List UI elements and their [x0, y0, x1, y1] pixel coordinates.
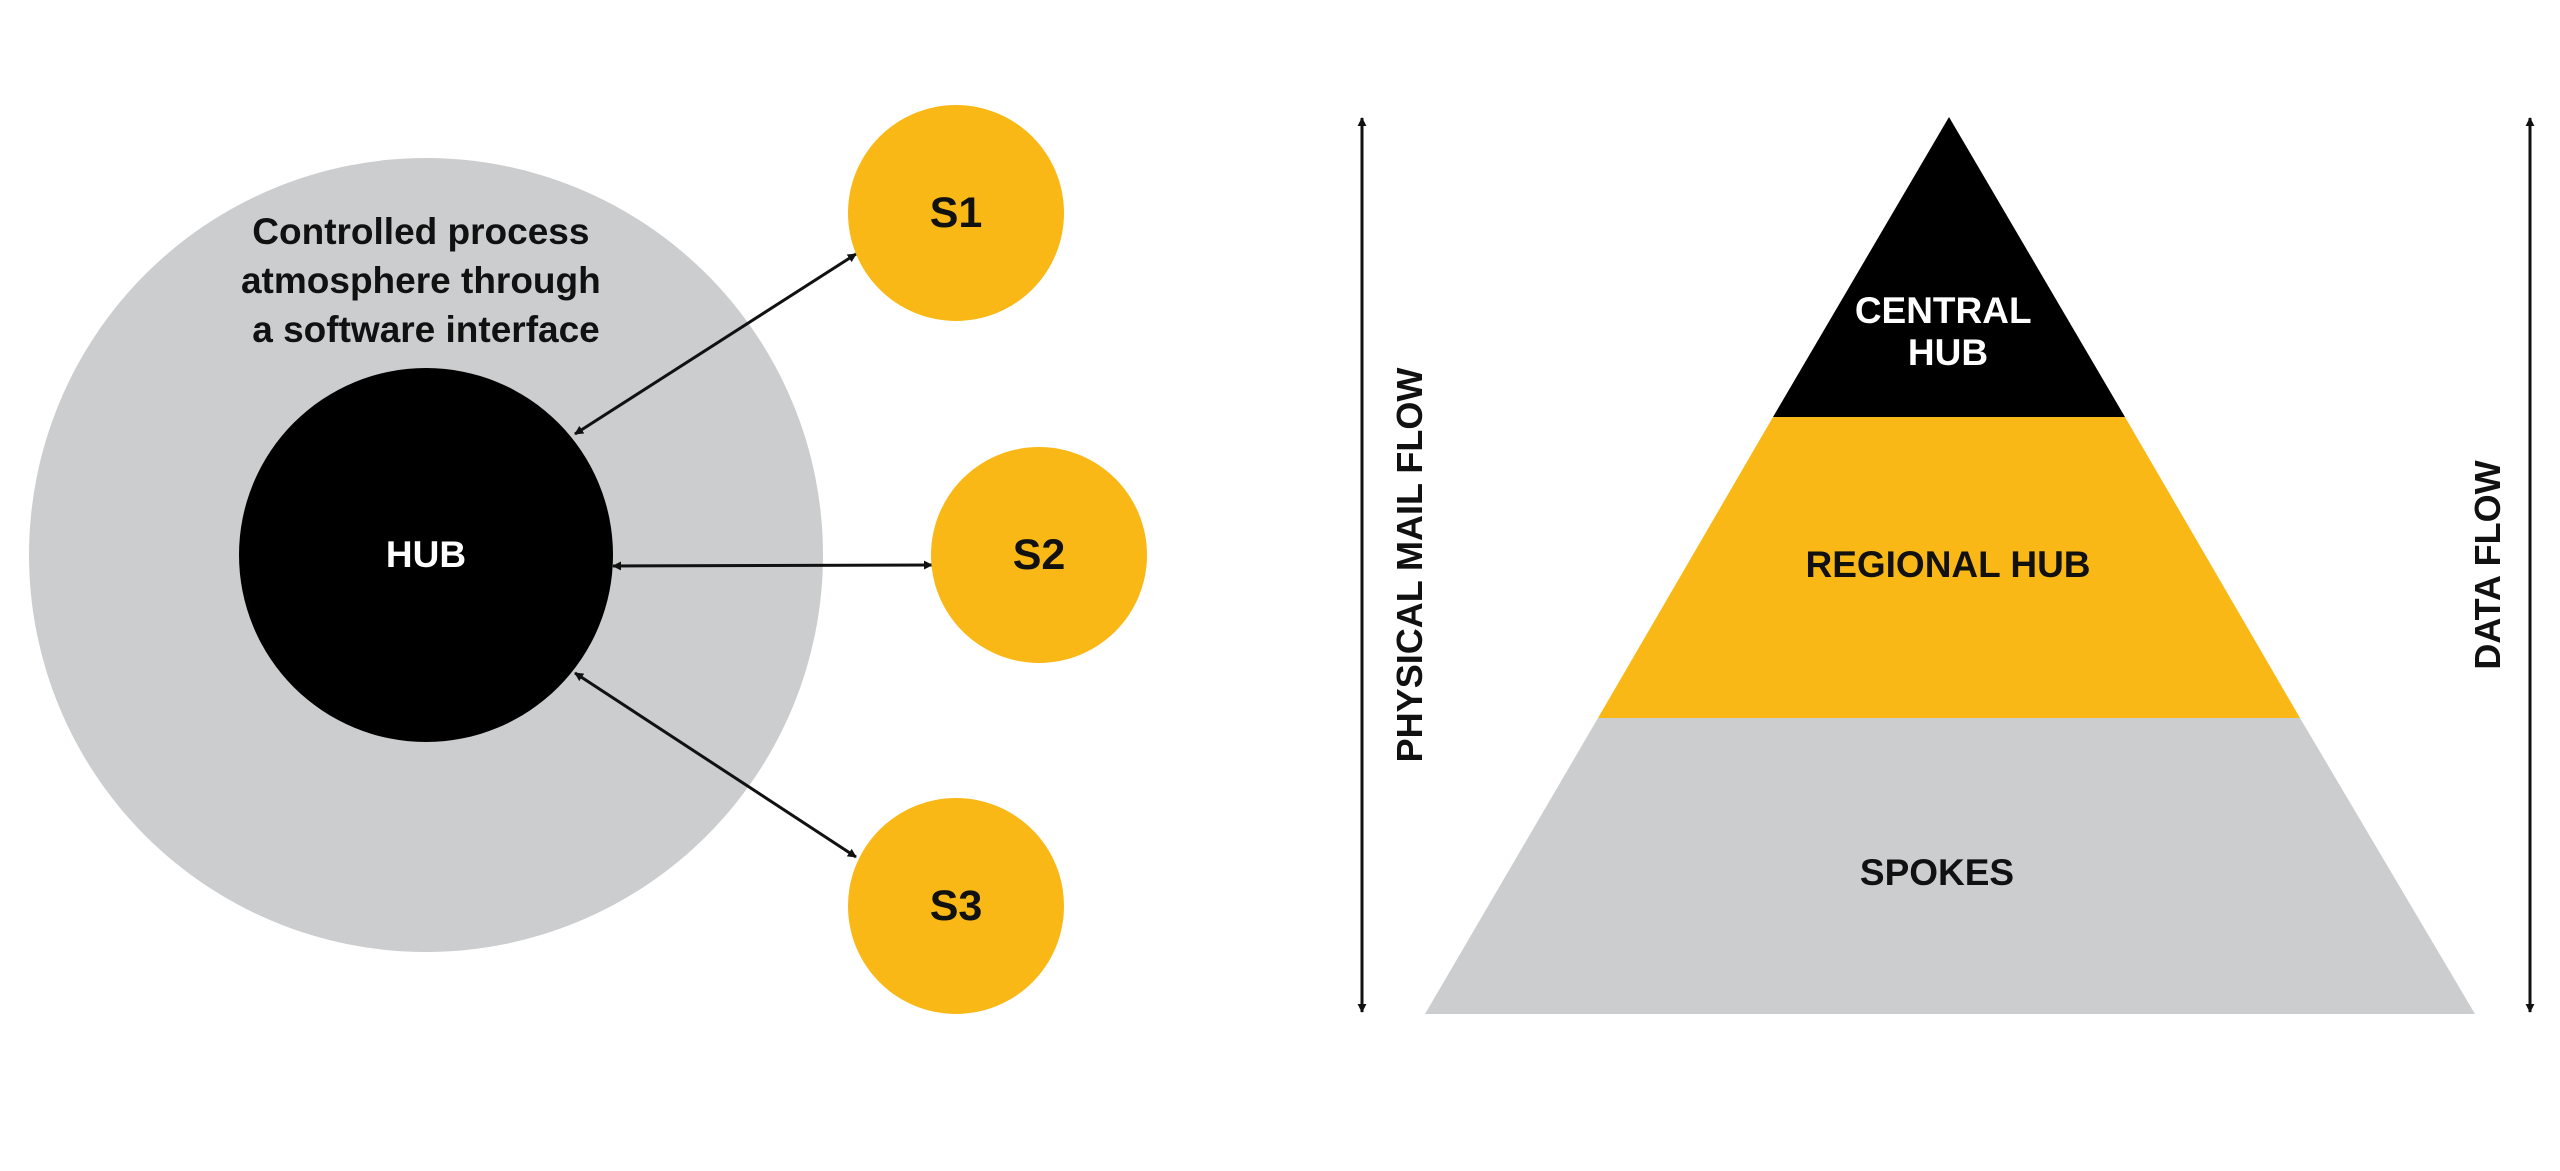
physical-mail-flow-label: PHYSICAL MAIL FLOW [1389, 368, 1430, 763]
hub-s3-connector-arrow [574, 671, 857, 859]
data-flow-label: DATA FLOW [2467, 460, 2508, 669]
spoke-s1-label: S1 [930, 189, 983, 237]
spoke-s3-circle [848, 798, 1064, 1014]
central-hub-label-line-2: HUB [1908, 332, 1988, 373]
pyramid-panel: PHYSICAL MAIL FLOW CENTRAL HUB REGIONAL … [1357, 117, 2535, 1014]
pyramid-regional-hub-label: REGIONAL HUB [1805, 544, 2090, 585]
atmosphere-label-line-3: a software interface [252, 309, 600, 350]
hub-s2-connector-arrow [612, 560, 933, 571]
pyramid-spokes-label: SPOKES [1860, 852, 2014, 893]
pyramid-tier-regional-hub [1598, 417, 2300, 718]
pyramid-tier-spokes [1425, 718, 2475, 1014]
spoke-s1-circle [848, 105, 1064, 321]
pyramid-tier-central-hub [1773, 117, 2125, 417]
hub-s1-connector-arrow [574, 252, 857, 436]
pyramid-central-hub-label: CENTRAL HUB [1855, 290, 2041, 373]
spoke-s2-circle [931, 447, 1147, 663]
central-hub-label-line-1: CENTRAL [1855, 290, 2031, 331]
controlled-atmosphere-label: Controlled process atmosphere through a … [241, 211, 611, 350]
spoke-s3-label: S3 [930, 882, 983, 930]
atmosphere-label-line-1: Controlled process [252, 211, 589, 252]
atmosphere-label-line-2: atmosphere through [241, 260, 601, 301]
hub-spoke-panel: Controlled process atmosphere through a … [29, 105, 1147, 1014]
hub-circle [239, 368, 613, 742]
spoke-s2-label: S2 [1013, 531, 1066, 579]
hub-label: HUB [386, 534, 466, 575]
